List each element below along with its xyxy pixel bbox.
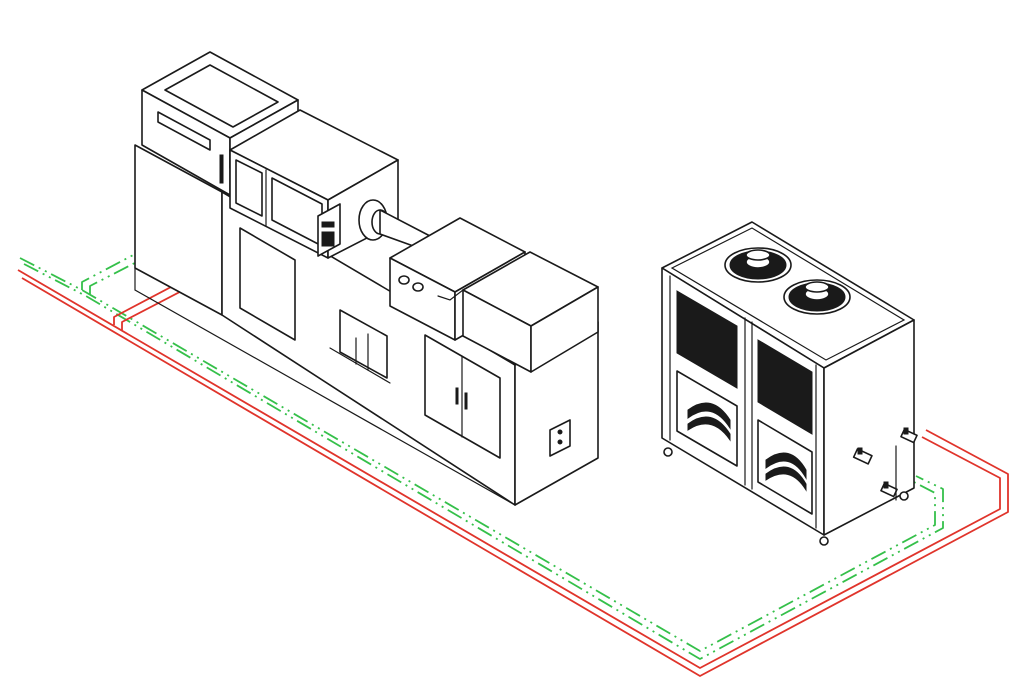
injection-molding-machine [134,51,599,506]
machine-hopper-tray [339,309,388,379]
machine-top-window [164,64,279,128]
caster-icon [663,447,673,457]
caster-icon [899,491,909,501]
right-grille [757,339,813,435]
left-louver [676,370,738,467]
machine-switch-box [549,419,571,457]
water-chiller [661,221,918,546]
drain-valve-icon [880,481,898,498]
machine-door-panel [239,227,296,341]
mold-window-left [235,159,263,217]
gauge-right [412,282,424,292]
outlet-valve-icon [900,427,918,444]
gauge-left [398,275,410,285]
fan-left-icon [724,247,792,283]
left-grille [676,290,738,389]
caster-icon [819,536,829,546]
inlet-valve-icon [852,447,873,465]
fan-right-icon [783,279,851,315]
right-louver [757,419,813,515]
